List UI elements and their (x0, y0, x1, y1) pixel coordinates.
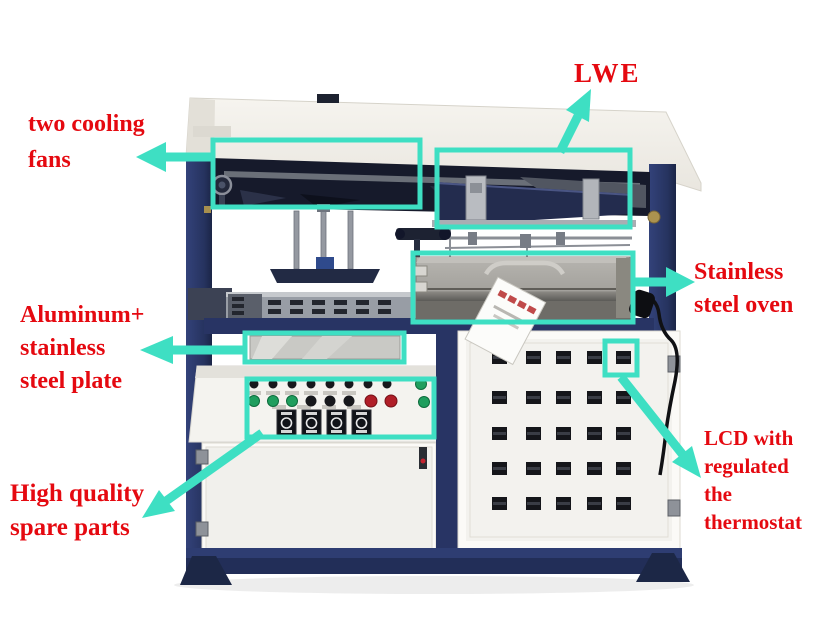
vent-slot-slit (588, 467, 601, 470)
highlight-box-plate (242, 330, 407, 365)
vent-slot-slit (527, 356, 540, 359)
pipe-manifold (395, 228, 451, 257)
timer-knobs[interactable] (276, 409, 372, 436)
vent-slot-slit (557, 467, 570, 470)
label-line: stainless (20, 335, 106, 361)
vent-slot-slit (617, 432, 630, 435)
label-line: High quality (10, 480, 145, 507)
vent-slot-slit (557, 502, 570, 505)
label-line: Stainless (694, 259, 784, 285)
cable-plug (629, 289, 655, 319)
vent-slot-slit (588, 356, 601, 359)
label-line: LCD with (704, 426, 794, 450)
vent-slot-slit (527, 467, 540, 470)
linkage-rods (428, 226, 632, 258)
vent-slot-slit (557, 432, 570, 435)
label-cooling-fans: two cooling fans (28, 106, 145, 178)
label-spare-parts: High quality spare parts (10, 477, 144, 545)
vent-slot-slit (493, 396, 506, 399)
label-plate: Aluminum+ stainless steel plate (20, 299, 144, 398)
highlight-box-lcd (602, 338, 640, 378)
vent-slot-slit (527, 396, 540, 399)
platen-mount (316, 257, 334, 271)
floor-shadow (174, 576, 694, 594)
left-cabinet-door[interactable] (195, 442, 437, 556)
control-panel (188, 365, 447, 443)
vent-slot-slit (588, 396, 601, 399)
arrow-spare-parts (142, 429, 265, 518)
oven-handle[interactable] (484, 260, 565, 276)
label-lcd: LCD with regulated the thermostat (704, 424, 802, 536)
vent-slot-slit (527, 502, 540, 505)
vent-slot-slit (617, 502, 630, 505)
highlight-box-control-panel (244, 376, 437, 440)
label-line: two cooling (28, 111, 145, 137)
label-line: the (704, 482, 732, 506)
label-line: Aluminum+ (20, 302, 145, 328)
arrow-lcd (617, 374, 701, 478)
highlight-box-lwe (434, 147, 633, 230)
hanging-rods (270, 204, 380, 283)
vent-slot-slit (588, 432, 601, 435)
label-oven: Stainless steel oven (694, 256, 793, 322)
arrow-cooling-fans (136, 142, 214, 172)
label-line: steel plate (20, 368, 122, 394)
vent-slot-slit (493, 502, 506, 505)
chain-rail (188, 288, 412, 320)
forming-table-area (432, 175, 636, 227)
door-handle[interactable] (419, 447, 427, 469)
door-hinge (195, 449, 209, 465)
door-hinge (667, 499, 681, 517)
vent-slot-slit (617, 396, 630, 399)
vent-slot-slit (527, 432, 540, 435)
hood-top-bracket (317, 94, 339, 103)
button-labels (247, 391, 361, 409)
label-line: fans (28, 147, 71, 173)
vent-slot-slit (617, 467, 630, 470)
button-row-top[interactable] (249, 379, 392, 389)
table-bracket-right (582, 178, 600, 220)
vent-slot-slit (588, 502, 601, 505)
arrow-plate (140, 336, 245, 364)
label-lwe: LWE (574, 58, 641, 89)
pressure-gauge (204, 174, 233, 213)
vent-slot-slit (557, 396, 570, 399)
vent-slot-slit (617, 356, 630, 359)
arrow-lwe (555, 89, 591, 155)
table-rail (432, 220, 636, 227)
highlight-box-cooling-fans (210, 137, 423, 210)
machine-base (180, 548, 690, 585)
label-line: steel oven (694, 292, 794, 318)
brass-fitting (647, 210, 661, 224)
stainless-oven (412, 256, 631, 366)
highlight-box-oven (410, 250, 636, 325)
vent-slot-slit (557, 356, 570, 359)
label-line: LWE (574, 58, 641, 88)
press-platen (270, 269, 380, 283)
label-line: thermostat (704, 510, 802, 534)
label-line: spare parts (10, 514, 130, 541)
hood-label-sticker (193, 126, 231, 137)
frame-divider (436, 330, 458, 556)
label-line: regulated (704, 454, 789, 478)
vent-slot-slit (493, 467, 506, 470)
vent-grid (492, 351, 631, 510)
vent-slot-slit (493, 432, 506, 435)
machine-foot-right (636, 553, 690, 582)
door-hinge (195, 521, 209, 537)
machine-foot-left (180, 556, 232, 585)
aluminum-steel-plate (249, 335, 401, 360)
arrow-oven (633, 267, 695, 297)
